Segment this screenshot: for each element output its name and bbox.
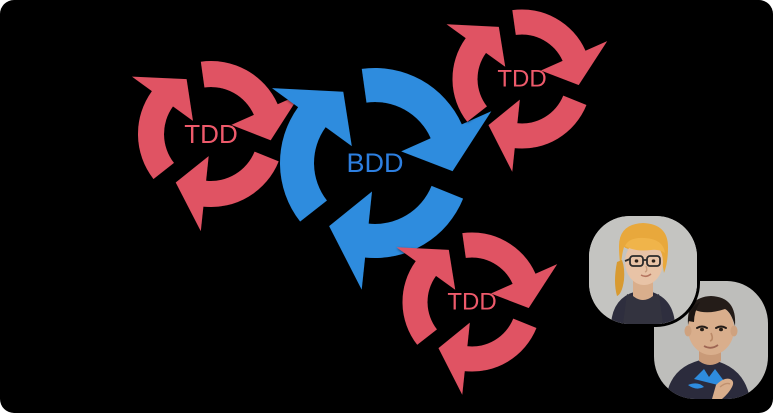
cycle-label-bdd-center: BDD	[346, 148, 403, 178]
cycle-tdd-left	[131, 60, 301, 232]
participant-video-tile-1[interactable]	[589, 216, 697, 324]
cycle-arrow-tdd-left-1	[200, 60, 301, 141]
cycle-tdd-top-right	[446, 9, 608, 172]
cycle-bdd-center	[272, 68, 492, 290]
participant-video-frame-1	[589, 216, 697, 324]
cycle-label-tdd-left: TDD	[184, 119, 237, 149]
cycle-arrow-tdd-bottom-2	[438, 318, 537, 395]
cycle-arrow-bdd-center-3	[272, 88, 352, 222]
cycle-arrow-tdd-bottom-3	[396, 247, 456, 345]
cycle-arrow-tdd-top-right-3	[446, 24, 506, 122]
cycle-arrow-tdd-left-3	[131, 76, 193, 179]
cycle-arrow-bdd-center-1	[361, 68, 492, 172]
cycle-arrow-tdd-top-right-1	[512, 9, 608, 85]
cycle-label-tdd-top-right: TDD	[497, 66, 546, 93]
cycle-arrow-tdd-left-2	[175, 151, 279, 232]
cycle-arrow-tdd-bottom-1	[462, 232, 558, 308]
cycle-arrow-bdd-center-2	[329, 185, 464, 290]
cycle-groups	[131, 9, 608, 395]
cycle-arrow-tdd-top-right-2	[488, 95, 587, 172]
cycle-labels: TDD BDD TDD TDD	[184, 66, 546, 316]
cycle-label-tdd-bottom: TDD	[447, 289, 496, 316]
cycle-tdd-bottom	[396, 232, 558, 395]
